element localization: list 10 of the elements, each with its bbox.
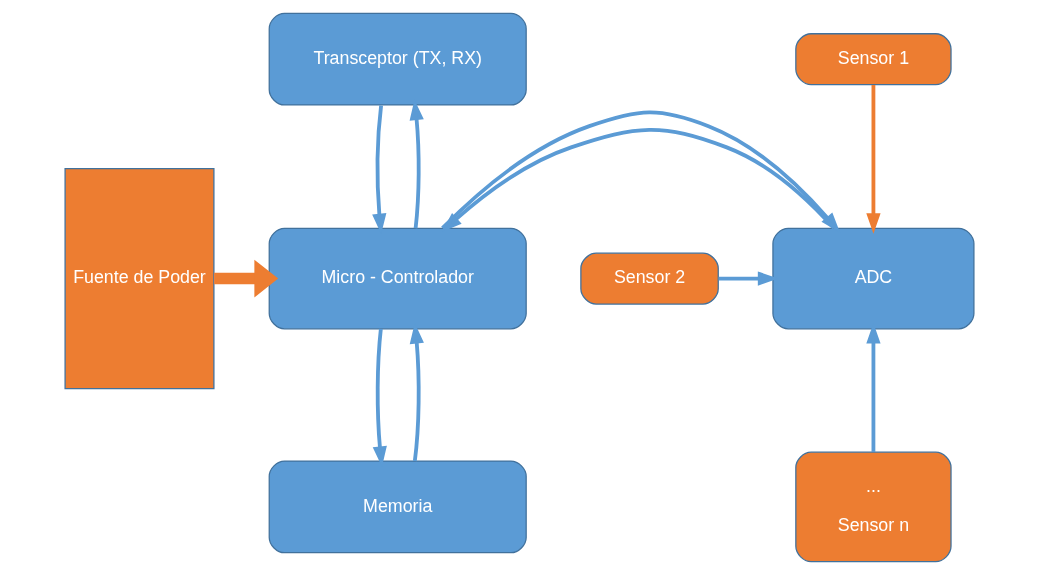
node-box: Transceptor (TX, RX)	[268, 12, 527, 106]
node-box: Memoria	[268, 460, 527, 554]
node-box: Fuente de Poder	[63, 167, 215, 390]
node-box: Micro - Controlador	[268, 227, 527, 330]
arrow	[865, 84, 881, 234]
node-box: Sensor 2	[579, 252, 719, 305]
node-box: Sensor 1	[794, 33, 952, 86]
node-box: ... Sensor n	[794, 451, 952, 563]
arrow	[213, 259, 278, 298]
node-box: ADC	[771, 227, 975, 330]
